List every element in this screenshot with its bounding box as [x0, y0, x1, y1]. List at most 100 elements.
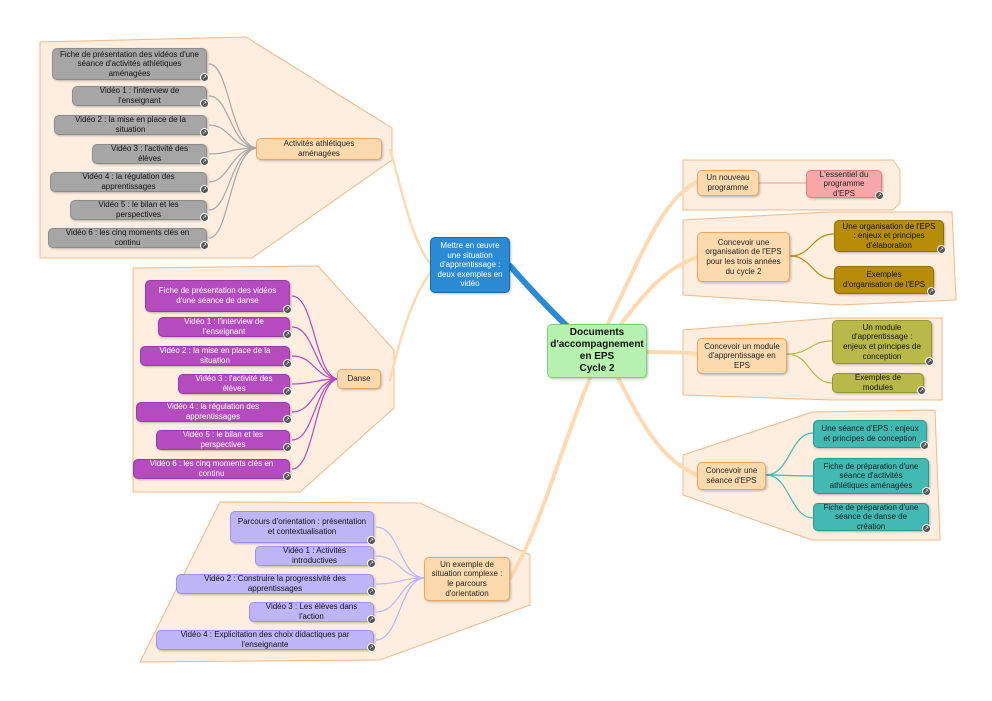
link-session: [613, 370, 699, 477]
main-links: [388, 148, 699, 580]
link-icon[interactable]: ↗: [937, 245, 946, 254]
athletics-item-1[interactable]: Vidéo 1 : l'interview de l'enseignant ↗: [72, 86, 209, 108]
link-icon[interactable]: ↗: [200, 128, 209, 137]
athletics-item-4[interactable]: Vidéo 4 : la régulation des apprentissag…: [50, 172, 209, 194]
dance-item-5[interactable]: Vidéo 5 : le bilan et les perspectives ↗: [156, 430, 292, 452]
program-node[interactable]: Un nouveau programme: [697, 170, 759, 196]
video-hub-label: Mettre en œuvre une situation d'apprenti…: [437, 241, 503, 289]
athletics-links: [208, 63, 259, 239]
link-icon[interactable]: ↗: [283, 443, 292, 452]
athletics-item-label: Vidéo 5 : le bilan et les perspectives: [98, 200, 179, 219]
link-icon[interactable]: ↗: [367, 615, 376, 624]
link-icon[interactable]: ↗: [367, 559, 376, 568]
link-icon[interactable]: ↗: [917, 386, 926, 395]
session-item-label: Fiche de préparation d'une séance de dan…: [823, 502, 919, 531]
link-icon[interactable]: ↗: [925, 357, 934, 366]
link-icon[interactable]: ↗: [367, 587, 376, 596]
athletics-item-5[interactable]: Vidéo 5 : le bilan et les perspectives ↗: [70, 200, 209, 222]
link-icon[interactable]: ↗: [367, 536, 376, 545]
athletics-item-label: Fiche de présentation des vidéos d'une s…: [60, 49, 199, 78]
link-icon[interactable]: ↗: [283, 330, 292, 339]
athletics-item-label: Vidéo 6 : les cinq moments clés en conti…: [65, 228, 190, 247]
link-orientation: [508, 376, 592, 580]
session-node[interactable]: Concevoir une séance d'EPS: [697, 462, 766, 490]
athletics-item-label: Vidéo 1 : l'interview de l'enseignant: [99, 86, 180, 105]
link-icon[interactable]: ↗: [283, 305, 292, 314]
dance-node[interactable]: Danse: [337, 369, 381, 389]
athletics-label: Activités athlétiques aménagées: [283, 139, 355, 158]
module-item-label: Un module d'apprentissage : enjeux et pr…: [843, 322, 921, 361]
organisation-label: Concevoir une organisation de l'EPS pour…: [705, 237, 782, 276]
orientation-item-0[interactable]: Parcours d'orientation : présentation et…: [230, 511, 376, 545]
link-icon[interactable]: ↗: [200, 185, 209, 194]
dance-item-label: Vidéo 5 : le bilan et les perspectives: [182, 430, 264, 449]
central-topic-line-1: Documents: [569, 327, 625, 338]
link-icon[interactable]: ↗: [283, 387, 292, 396]
link-icon[interactable]: ↗: [200, 157, 209, 166]
link-icon[interactable]: ↗: [875, 191, 884, 200]
link-icon[interactable]: ↗: [367, 643, 376, 652]
athletics-item-3[interactable]: Vidéo 3 : l'activité des élèves ↗: [92, 144, 209, 166]
module-item-0[interactable]: Un module d'apprentissage : enjeux et pr…: [832, 320, 934, 366]
dance-item-label: Vidéo 4 : la régulation des apprentissag…: [166, 402, 260, 421]
organisation-node[interactable]: Concevoir une organisation de l'EPS pour…: [697, 232, 790, 282]
link-icon[interactable]: ↗: [283, 472, 292, 481]
link-icon[interactable]: ↗: [922, 524, 931, 533]
athletics-item-2[interactable]: Vidéo 2 : la mise en place de la situati…: [54, 115, 209, 137]
link-icon[interactable]: ↗: [283, 359, 292, 368]
orientation-label: Un exemple de situation complexe : le pa…: [431, 559, 503, 598]
session-item-2[interactable]: Fiche de préparation d'une séance de dan…: [813, 502, 931, 533]
athletics-item-label: Vidéo 2 : la mise en place de la situati…: [74, 115, 187, 134]
program-item-0[interactable]: L'essentiel du programme d'EPS↗: [806, 170, 884, 200]
dance-links: [291, 295, 340, 470]
link-icon[interactable]: ↗: [200, 241, 209, 250]
module-item-label: Exemples de modules: [854, 373, 902, 392]
orientation-item-3[interactable]: Vidéo 3 : Les élèves dans l'action ↗: [249, 602, 376, 624]
link-icon[interactable]: ↗: [922, 487, 931, 496]
module-label: Concevoir un module d'apprentissage en E…: [704, 341, 780, 370]
module-node[interactable]: Concevoir un module d'apprentissage en E…: [697, 338, 787, 374]
link-icon[interactable]: ↗: [927, 287, 936, 296]
orientation-links: [375, 526, 426, 641]
athletics-item-label: Vidéo 3 : l'activité des élèves: [111, 144, 188, 163]
link-icon[interactable]: ↗: [920, 441, 929, 450]
dance-item-label: Vidéo 2 : la mise en place de la situati…: [159, 346, 271, 365]
organisation-item-0[interactable]: Une organisation de l'EPS : enjeux et pr…: [834, 220, 946, 254]
central-topic[interactable]: Documents d'accompagnement en EPS Cycle …: [547, 324, 647, 378]
right-links: [759, 182, 835, 519]
athletics-item-0[interactable]: Fiche de présentation des vidéos d'une s…: [52, 48, 209, 82]
module-item-1[interactable]: Exemples de modules ↗: [832, 373, 926, 395]
organisation-item-label: Exemples d'organisation de l'EPS: [842, 270, 926, 289]
orientation-item-label: Parcours d'orientation : présentation et…: [237, 517, 367, 536]
dance-item-0[interactable]: Fiche de présentation des vidéos d'une s…: [145, 280, 292, 314]
athletics-item-6[interactable]: Vidéo 6 : les cinq moments clés en conti…: [48, 228, 209, 250]
session-item-1[interactable]: Fiche de préparation d'une séance d'acti…: [813, 458, 931, 496]
link-icon[interactable]: ↗: [283, 415, 292, 424]
central-topic-line-2: d'accompagnement: [550, 339, 644, 350]
link-athletics: [388, 148, 434, 268]
dance-item-label: Fiche de présentation des vidéos d'une s…: [158, 286, 277, 305]
link-icon[interactable]: ↗: [200, 73, 209, 82]
orientation-item-label: Vidéo 2 : Construire la progressivité de…: [204, 574, 346, 593]
organisation-item-1[interactable]: Exemples d'organisation de l'EPS↗: [834, 266, 936, 296]
link-icon[interactable]: ↗: [200, 99, 209, 108]
orientation-item-label: Vidéo 3 : Les élèves dans l'action: [265, 602, 358, 621]
central-topic-line-3: en EPS: [579, 351, 615, 362]
dance-item-label: Vidéo 6 : les cinq moments clés en conti…: [149, 459, 274, 478]
athletics-node[interactable]: Activités athlétiques aménagées: [256, 138, 382, 160]
video-hub-node[interactable]: Mettre en œuvre une situation d'apprenti…: [430, 237, 510, 293]
session-item-0[interactable]: Une séance d'EPS : enjeux et principes d…: [813, 420, 929, 450]
link-module: [643, 350, 699, 356]
athletics-item-label: Vidéo 4 : la régulation des apprentissag…: [82, 172, 175, 191]
dance-item-1[interactable]: Vidéo 1 : l'interview de l'enseignant↗: [158, 317, 292, 339]
link-icon[interactable]: ↗: [200, 213, 209, 222]
orientation-item-2[interactable]: Vidéo 2 : Construire la progressivité de…: [176, 574, 376, 596]
orientation-item-4[interactable]: Vidéo 4 : Explicitation des choix didact…: [156, 630, 376, 652]
dance-item-6[interactable]: Vidéo 6 : les cinq moments clés en conti…: [133, 459, 292, 481]
orientation-item-1[interactable]: Vidéo 1 : Activités introductives↗: [255, 546, 376, 568]
dance-item-3[interactable]: Vidéo 3 : l'activité des élèves ↗: [178, 374, 292, 396]
dance-item-4[interactable]: Vidéo 4 : la régulation des apprentissag…: [136, 402, 292, 424]
orientation-node[interactable]: Un exemple de situation complexe : le pa…: [424, 557, 510, 601]
dance-item-label: Vidéo 3 : l'activité des élèves: [195, 374, 273, 393]
dance-item-2[interactable]: Vidéo 2 : la mise en place de la situati…: [140, 346, 292, 368]
